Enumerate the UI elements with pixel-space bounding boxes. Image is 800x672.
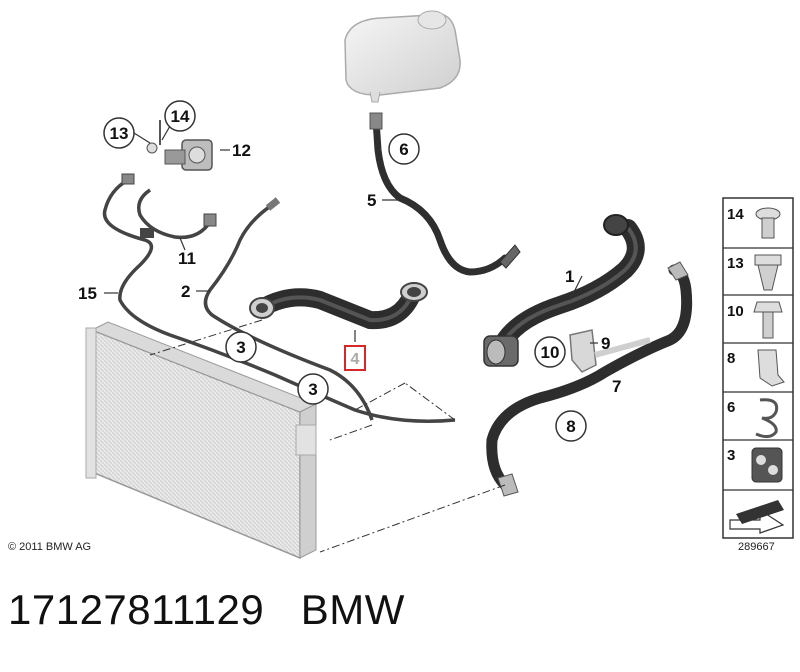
legend-num-6: 6 [727, 399, 735, 416]
callout-13: 13 [103, 117, 135, 149]
double-clip-icon [751, 447, 783, 483]
hose-5 [396, 194, 509, 276]
callout-12: 12 [232, 141, 251, 160]
legend-panel: 14 13 10 8 6 3 [722, 197, 794, 539]
svg-text:10: 10 [541, 343, 560, 362]
clamp-6 [369, 112, 383, 130]
svg-text:13: 13 [110, 124, 129, 143]
hose-6 [372, 116, 404, 202]
callout-11: 11 [178, 249, 196, 268]
leader-lines [149, 319, 506, 553]
callout-4-highlight: 4 [344, 345, 366, 371]
pipe-7 [594, 337, 651, 358]
clip-9 [569, 329, 597, 373]
hose-8-clamp-bottom [497, 473, 519, 497]
brand-name: BMW [300, 586, 405, 633]
expansion-nut-icon [754, 254, 782, 291]
part-number: 17127811129 [8, 586, 265, 633]
legend-num-3: 3 [727, 447, 735, 464]
svg-text:3: 3 [308, 380, 317, 399]
legend-num-10: 10 [727, 303, 744, 320]
callout-1: 1 [565, 267, 574, 286]
callout-6: 6 [388, 133, 420, 165]
callout-10: 10 [534, 336, 566, 368]
bracket-clip-icon [757, 349, 785, 387]
svg-text:6: 6 [399, 140, 408, 159]
direction-arrow-icon [729, 500, 785, 534]
pipe-15 [102, 178, 456, 423]
callout-3b: 3 [297, 373, 329, 405]
callout-7: 7 [612, 377, 621, 396]
diagram-id: 289667 [738, 541, 775, 553]
bolt-icon [753, 301, 783, 339]
connector-5 [499, 244, 521, 269]
callout-2: 2 [181, 282, 190, 301]
legend-num-8: 8 [727, 350, 735, 367]
callout-15: 15 [78, 284, 97, 303]
push-rivet-icon [755, 207, 781, 239]
legend-num-13: 13 [727, 255, 744, 272]
callout-5: 5 [367, 191, 376, 210]
legend-num-14: 14 [727, 206, 744, 223]
callout-8: 8 [555, 410, 587, 442]
callout-14: 14 [164, 100, 196, 132]
part-caption: 17127811129 BMW [8, 586, 405, 634]
radiator [85, 321, 318, 560]
hose-1-end [603, 214, 629, 236]
svg-text:3: 3 [236, 338, 245, 357]
valve-12 [146, 120, 213, 171]
hose-8-clamp-top [667, 261, 689, 281]
svg-text:8: 8 [566, 417, 575, 436]
expansion-tank [344, 10, 461, 103]
pipe-2 [203, 203, 374, 421]
svg-text:14: 14 [171, 107, 190, 126]
svg-text:4: 4 [351, 351, 360, 368]
callout-leaders [104, 149, 612, 373]
hose-clip-icon [755, 398, 779, 439]
callout-9: 9 [601, 334, 610, 353]
callout-3a: 3 [225, 331, 257, 363]
copyright-text: © 2011 BMW AG [8, 541, 92, 553]
thermostat-connector [483, 335, 519, 367]
